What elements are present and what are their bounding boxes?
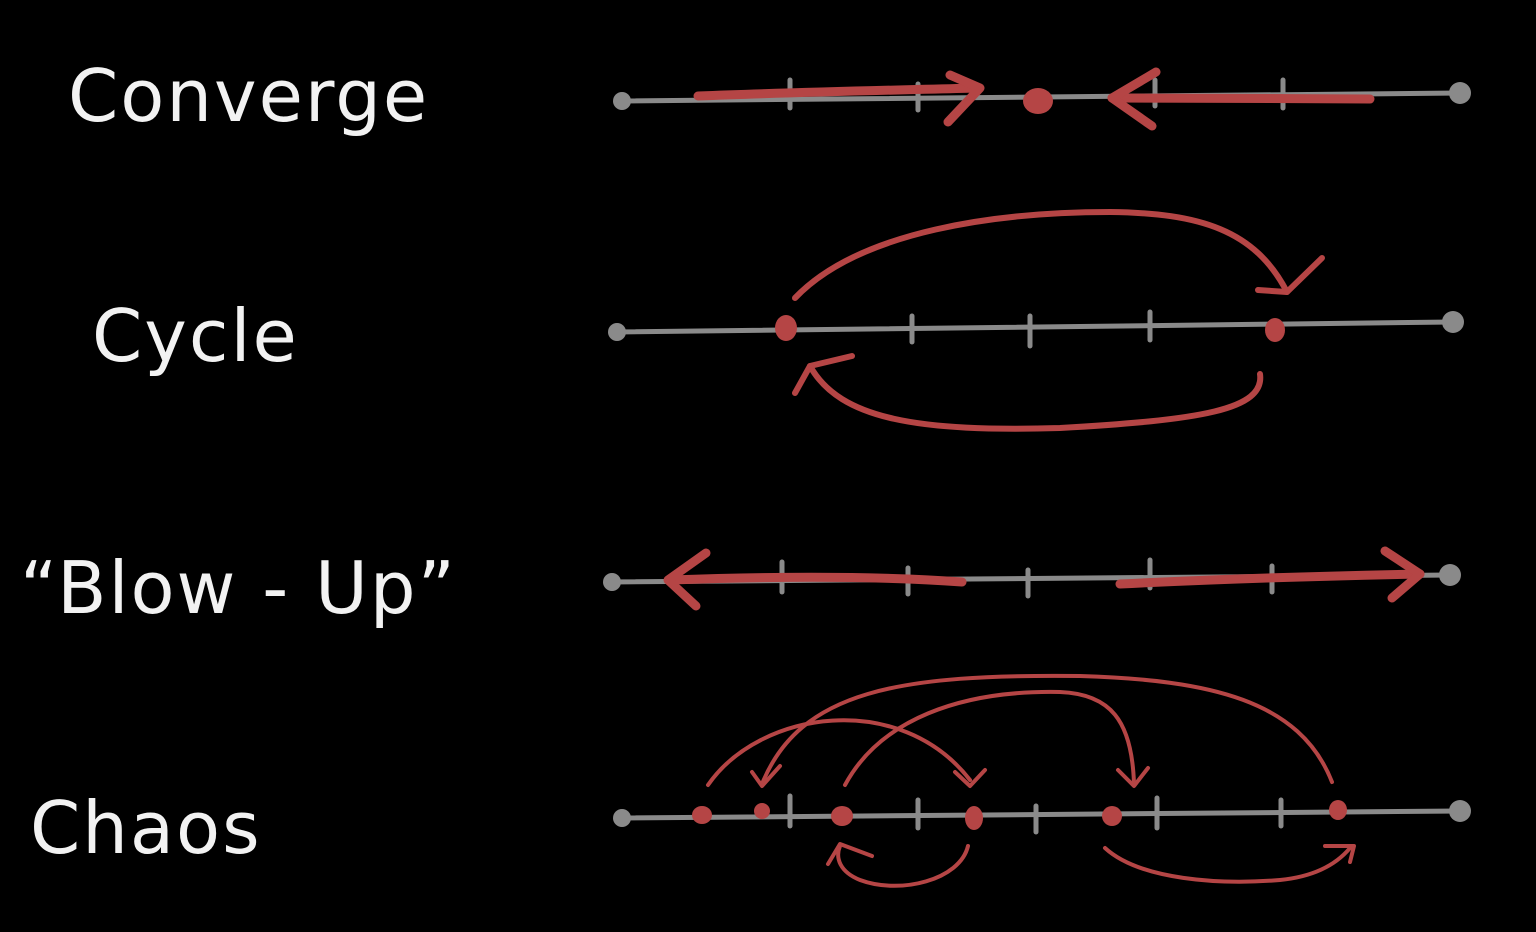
chaos-row (613, 673, 1471, 888)
chaos-arc-4 (836, 844, 970, 888)
label-chaos: Chaos (30, 786, 262, 870)
chaos-point-3 (831, 806, 853, 826)
chaos-arrowhead-1 (953, 768, 987, 788)
converge-right-arrowhead (943, 70, 985, 127)
cycle-left-endpoint (608, 323, 626, 341)
cycle-point-2 (1265, 318, 1285, 342)
blowup-right-arrowhead (1380, 546, 1425, 603)
blowup-left-endpoint (603, 573, 621, 591)
cycle-bottom-arc (807, 363, 1264, 432)
converge-row (613, 67, 1471, 131)
chaos-arrowhead-3 (1116, 766, 1150, 788)
blowup-right-endpoint (1439, 564, 1461, 586)
chaos-arrows (706, 673, 1356, 888)
converge-arrows (693, 67, 1375, 131)
converge-left-arrow (1107, 93, 1375, 104)
cycle-arrows (792, 209, 1325, 432)
chaos-left-endpoint (613, 809, 631, 827)
cycle-top-arc (792, 209, 1290, 301)
converge-left-endpoint (613, 92, 631, 110)
blowup-left-arrowhead (663, 548, 711, 611)
cycle-number-line (614, 309, 1456, 349)
chaos-right-endpoint (1449, 800, 1471, 822)
cycle-bottom-arrowhead (792, 353, 855, 396)
chaos-arrowhead-5 (1323, 844, 1356, 864)
blowup-left-arrow (665, 572, 967, 587)
chaos-point-4 (965, 806, 983, 830)
chaos-arc-1 (706, 718, 972, 787)
cycle-top-arrowhead (1255, 255, 1325, 295)
chaos-arc-3 (843, 689, 1136, 787)
chaos-arrowhead-2 (750, 764, 782, 788)
chaos-point-5 (1102, 806, 1122, 826)
chaos-arc-5 (1103, 846, 1352, 884)
chaos-arc-2 (760, 673, 1334, 786)
chaos-point-2 (754, 803, 770, 819)
blowup-row (603, 546, 1461, 611)
converge-fixed-point (1023, 88, 1053, 114)
chaos-point-6 (1329, 800, 1347, 820)
cycle-right-endpoint (1442, 311, 1464, 333)
cycle-point-1 (775, 315, 797, 341)
label-converge: Converge (68, 54, 430, 138)
blowup-arrows (663, 546, 1425, 611)
blowup-right-arrow (1115, 569, 1425, 589)
chaos-point-1 (692, 806, 712, 824)
cycle-row (608, 209, 1464, 432)
chaos-points (692, 800, 1347, 830)
converge-right-arrow (693, 83, 983, 101)
chaos-arrowhead-4 (826, 842, 874, 866)
converge-left-arrowhead (1107, 67, 1161, 131)
label-cycle: Cycle (92, 294, 299, 378)
label-blow-up: “Blow - Up” (20, 546, 457, 630)
converge-right-endpoint (1449, 82, 1471, 104)
